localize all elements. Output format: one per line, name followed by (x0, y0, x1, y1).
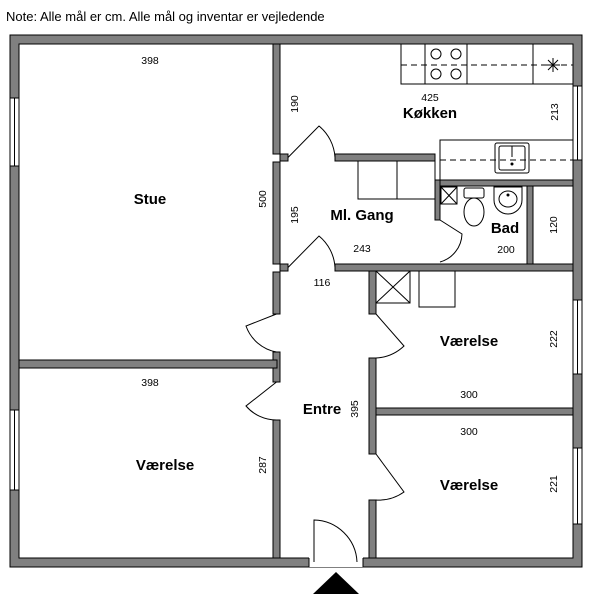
dim-vaerelse-ne-width: 300 (460, 389, 478, 401)
entrance-arrow-icon (313, 572, 359, 594)
bathroom-fixtures (440, 186, 523, 227)
dim-koekken-width: 425 (421, 92, 439, 104)
door-entre (313, 519, 358, 563)
room-label-bad: Bad (491, 220, 519, 237)
dim-stue-height: 500 (257, 190, 269, 208)
washbasin-icon (493, 186, 523, 215)
door-vaerelse-ne (375, 313, 405, 359)
door-bad (439, 219, 463, 263)
windows (9, 85, 583, 525)
dimension-labels: 398 500 425 213 190 195 243 200 120 116 … (141, 55, 561, 493)
dim-entre-width: 116 (314, 277, 331, 289)
toilet-icon (463, 187, 485, 227)
dim-vaerelse-se-height: 221 (548, 475, 560, 493)
room-label-vaerelse-ne: Værelse (440, 333, 498, 350)
dim-bad-height: 120 (548, 216, 560, 234)
door-stue (245, 313, 277, 353)
room-label-vaerelse-sw: Værelse (136, 457, 194, 474)
door-vaerelse-sw (245, 381, 277, 421)
entre-closets (375, 270, 456, 308)
room-label-koekken: Køkken (403, 105, 457, 122)
room-label-entre: Entre (303, 401, 341, 418)
dim-koekken-height: 213 (549, 103, 561, 121)
doors (245, 125, 463, 567)
dim-entre-height: 395 (349, 400, 361, 418)
room-labels: Stue Køkken Ml. Gang Bad Entre Værelse V… (134, 105, 519, 494)
door-vaerelse-se (375, 453, 405, 501)
kitchen-counter (400, 43, 574, 85)
dim-vaerelse-sw-width: 398 (141, 377, 159, 389)
kitchen-sink-counter (439, 139, 574, 181)
plan-note: Note: Alle mål er cm. Alle mål og invent… (6, 9, 325, 24)
drain-icon (440, 186, 458, 205)
room-label-gang: Ml. Gang (330, 207, 393, 224)
fridge-icon (532, 43, 574, 85)
outer-walls (9, 34, 583, 568)
stove-icon (424, 43, 468, 85)
dim-vaerelse-sw-height: 287 (257, 456, 269, 474)
dim-vaerelse-ne-height: 222 (548, 330, 560, 348)
door-gang (287, 235, 336, 268)
sink-icon (494, 142, 530, 174)
dim-bad-width: 200 (497, 244, 515, 256)
dim-vaerelse-se-width: 300 (460, 426, 478, 438)
dim-gang-width: 243 (353, 243, 371, 255)
dim-gang-height: 195 (289, 206, 301, 224)
room-label-vaerelse-se: Værelse (440, 477, 498, 494)
dim-stue-width: 398 (141, 55, 159, 67)
gang-closets (357, 160, 436, 200)
door-koekken (287, 125, 336, 158)
room-label-stue: Stue (134, 191, 167, 208)
dim-koekken-depth: 190 (289, 95, 301, 113)
